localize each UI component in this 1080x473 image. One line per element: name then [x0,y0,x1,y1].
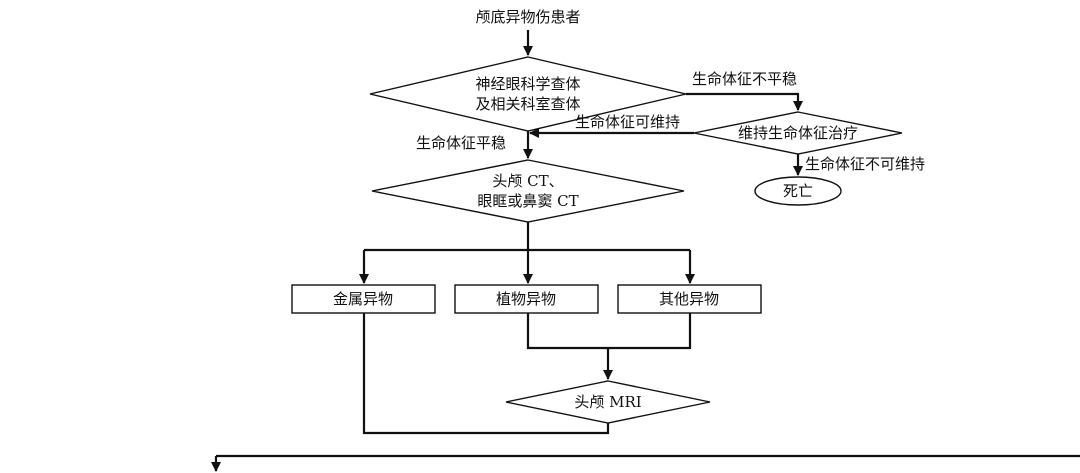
other-label: 其他异物 [658,290,720,308]
metal-down-line [362,313,610,435]
plant-box [454,284,599,314]
metal-label: 金属异物 [332,290,394,308]
mri-label: 头颅 MRI [574,393,642,411]
maintainable-edge-label: 生命体征可维持 [575,113,681,131]
unstable-arrow [686,92,803,111]
plant-label: 植物异物 [495,290,557,308]
stable-edge-label: 生命体征平稳 [416,134,507,152]
plant-merge-line [526,313,608,350]
unstable-edge-label: 生命体征不平稳 [692,70,798,88]
life-support-label: 维持生命体征治疗 [737,124,859,142]
exam-label-line1: 神经眼科学查体 [475,75,581,93]
ct-label-line2: 眼眶或鼻窦 CT [477,192,579,210]
death-label: 死亡 [782,182,814,200]
other-merge-line [608,313,692,350]
ct-label-line1: 头颅 CT、 [492,172,564,190]
exam-label: 神经眼科学查体 及相关科室查体 [475,74,580,114]
ct-label: 头颅 CT、 眼眶或鼻窦 CT [477,171,578,211]
start-label: 颅底异物伤患者 [475,8,581,26]
exam-label-line2: 及相关科室查体 [475,95,581,113]
not-maintainable-edge-label: 生命体征不可维持 [805,155,926,173]
death-terminal [754,176,842,206]
